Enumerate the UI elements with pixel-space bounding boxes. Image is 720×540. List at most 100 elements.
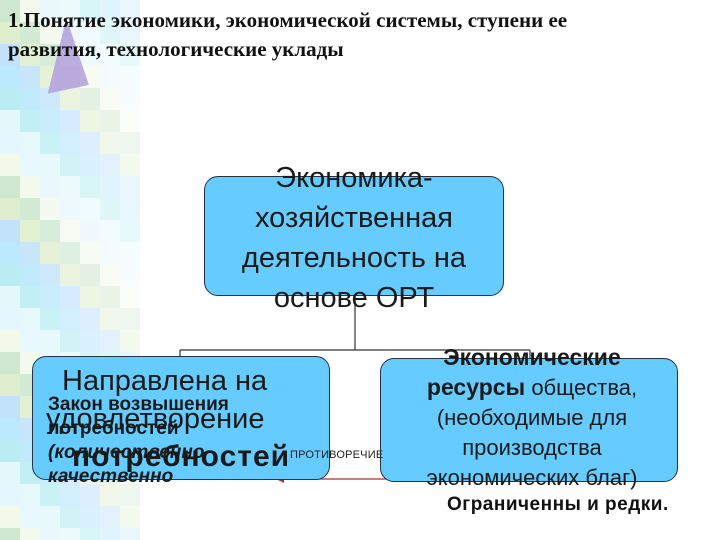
top-line-4: основе ОРТ	[273, 282, 435, 314]
deco-cell	[20, 264, 40, 286]
deco-cell	[20, 308, 40, 330]
deco-cell	[0, 110, 20, 132]
deco-cell	[60, 176, 80, 198]
deco-cell	[20, 88, 40, 110]
deco-cell	[100, 484, 120, 506]
deco-cell	[20, 286, 40, 308]
top-line-1: Экономика-	[275, 162, 433, 194]
deco-cell	[0, 132, 20, 154]
deco-cell	[80, 132, 100, 154]
deco-cell	[40, 242, 60, 264]
deco-cell	[0, 330, 20, 352]
deco-cell	[20, 110, 40, 132]
deco-cell	[40, 198, 60, 220]
deco-cell	[80, 286, 100, 308]
deco-cell	[120, 0, 140, 22]
deco-cell	[120, 132, 140, 154]
deco-cell	[100, 528, 120, 540]
deco-cell	[20, 220, 40, 242]
deco-cell	[40, 0, 60, 22]
deco-cell	[0, 66, 20, 88]
deco-cell	[40, 220, 60, 242]
deco-cell	[100, 0, 120, 22]
deco-cell	[80, 242, 100, 264]
deco-cell	[120, 330, 140, 352]
deco-cell	[100, 22, 120, 44]
deco-cell	[100, 110, 120, 132]
deco-cell	[0, 440, 20, 462]
deco-cell	[80, 220, 100, 242]
deco-cell	[120, 242, 140, 264]
deco-cell	[60, 132, 80, 154]
deco-cell	[60, 22, 80, 44]
deco-cell	[20, 242, 40, 264]
deco-cell	[80, 264, 100, 286]
deco-cell	[60, 484, 80, 506]
left-line-3: потребностей	[72, 440, 291, 473]
left-line-2: удовлетворение	[46, 403, 265, 435]
deco-cell	[80, 0, 100, 22]
deco-cell	[20, 176, 40, 198]
title-line-2: развития, технологические уклады	[8, 37, 344, 61]
deco-cell	[0, 396, 20, 418]
limited-resources-note: Ограниченны и редки.	[447, 494, 669, 515]
deco-cell	[60, 110, 80, 132]
law-line-3: (количественно	[48, 442, 205, 463]
deco-cell	[20, 44, 40, 66]
deco-cell	[0, 264, 20, 286]
deco-cell	[120, 176, 140, 198]
deco-cell	[0, 484, 20, 506]
deco-cell	[40, 528, 60, 540]
deco-cell	[20, 506, 40, 528]
deco-cell	[80, 528, 100, 540]
deco-cell	[60, 506, 80, 528]
deco-cell	[80, 198, 100, 220]
deco-cell	[80, 88, 100, 110]
deco-cell	[100, 286, 120, 308]
deco-cell	[80, 484, 100, 506]
deco-cell	[20, 66, 40, 88]
deco-cell	[100, 132, 120, 154]
deco-cell	[120, 22, 140, 44]
deco-cell	[60, 44, 80, 66]
deco-cell	[100, 176, 120, 198]
deco-cell	[40, 330, 60, 352]
deco-cell	[40, 110, 60, 132]
deco-cell	[0, 352, 20, 374]
deco-cell	[80, 330, 100, 352]
right-line-2: ресурсы общества,	[382, 372, 682, 403]
deco-cell	[60, 528, 80, 540]
deco-cell	[100, 220, 120, 242]
slide-title: 1.Понятие экономики, экономической систе…	[8, 6, 708, 64]
left-line-1: Направлена на	[62, 365, 268, 397]
deco-cell	[0, 418, 20, 440]
law-line-1: Закон возвышения	[48, 394, 229, 415]
deco-cell	[0, 462, 20, 484]
deco-cell	[0, 44, 20, 66]
deco-cell	[20, 528, 40, 540]
deco-cell	[40, 22, 60, 44]
deco-cell	[0, 286, 20, 308]
deco-cell	[40, 88, 60, 110]
deco-cell	[80, 110, 100, 132]
law-line-4: качественно	[48, 466, 174, 487]
deco-cell	[100, 198, 120, 220]
deco-cell	[40, 506, 60, 528]
right-line-1: Экономические	[443, 344, 621, 370]
deco-cell	[120, 154, 140, 176]
deco-cell	[0, 0, 20, 22]
contradiction-label: ПРОТИВОРЕЧИЕ	[290, 449, 384, 461]
deco-cell	[100, 154, 120, 176]
deco-cell	[20, 0, 40, 22]
deco-cell	[20, 22, 40, 44]
right-line-3: (необходимые для	[436, 405, 628, 430]
deco-cell	[0, 198, 20, 220]
deco-cell	[60, 198, 80, 220]
deco-cell	[120, 308, 140, 330]
deco-cell	[60, 308, 80, 330]
deco-cell	[40, 176, 60, 198]
deco-cell	[60, 66, 80, 88]
economic-resources-box	[380, 358, 678, 482]
deco-cell	[120, 528, 140, 540]
deco-cell	[80, 308, 100, 330]
